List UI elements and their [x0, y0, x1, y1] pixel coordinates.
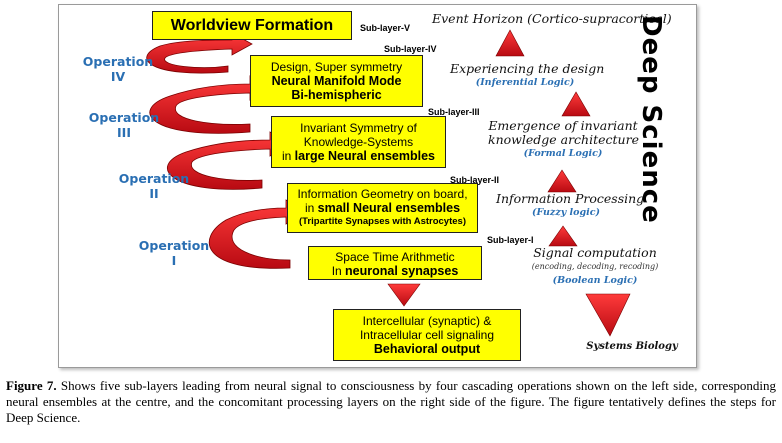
deep-science-vertical: Deep Science — [636, 15, 667, 224]
sublayer-iii: Sub-layer-III — [428, 107, 480, 117]
operation-iv: Operation IV — [82, 54, 154, 84]
event-horizon-label: Event Horizon (Cortico-supracortical) — [432, 11, 672, 26]
spiral-arrow-i — [209, 199, 307, 269]
down-arrow — [387, 283, 421, 307]
operation-i: Operation I — [138, 238, 210, 268]
box-sublayer-iv: Design, Super symmetry Neural Manifold M… — [250, 55, 423, 107]
tri-5 — [585, 293, 631, 337]
sublayer-i: Sub-layer-I — [487, 235, 534, 245]
caption-text: Shows five sub-layers leading from neura… — [6, 378, 776, 425]
operation-ii: Operation II — [118, 171, 190, 201]
deep-science-text: Deep Science — [636, 15, 666, 224]
tri-3 — [547, 169, 577, 193]
title-text: Worldview Formation — [170, 17, 334, 34]
box-sublayer-ii: Information Geometry on board, in small … — [287, 183, 478, 233]
operation-iii: Operation III — [88, 110, 160, 140]
experiencing-design: Experiencing the design (Inferential Log… — [450, 61, 605, 89]
sublayer-v: Sub-layer-V — [360, 23, 411, 33]
information-processing: Information Processing (Fuzzy logic) — [496, 191, 645, 219]
emergence-invariant: Emergence of invariant knowledge archite… — [488, 118, 639, 160]
spiral-arrow-ii — [167, 131, 291, 190]
figure-caption: Figure 7. Shows five sub-layers leading … — [6, 378, 776, 426]
tri-1 — [495, 29, 525, 57]
tri-2 — [561, 91, 591, 117]
sublayer-ii: Sub-layer-II — [450, 175, 500, 185]
caption-label: Figure 7. — [6, 378, 57, 393]
systems-biology: Systems Biology — [586, 341, 678, 352]
sublayer-iv: Sub-layer-IV — [384, 44, 437, 54]
box-behavioral-output: Intercellular (synaptic) & Intracellular… — [333, 309, 521, 361]
signal-computation: Signal computation (encoding, decoding, … — [531, 245, 659, 287]
box-sublayer-i: Space Time Arithmetic In neuronal synaps… — [308, 246, 482, 280]
tri-4 — [548, 225, 578, 247]
box-sublayer-iii: Invariant Symmetry of Knowledge-Systems … — [271, 116, 446, 168]
title-box: Worldview Formation — [152, 11, 352, 40]
